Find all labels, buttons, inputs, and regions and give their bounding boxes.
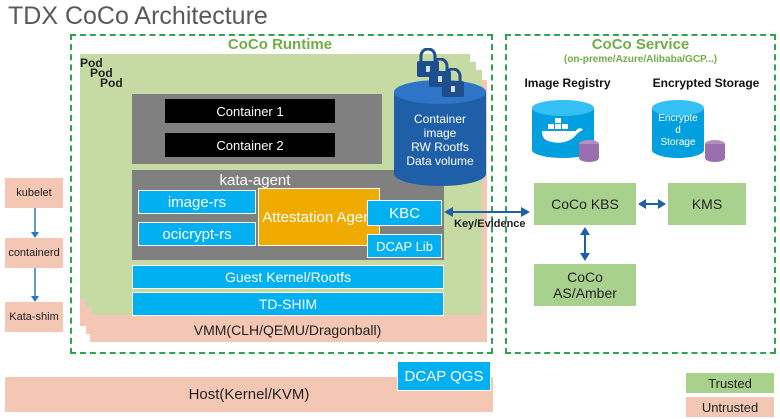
as-amber-line: AS/Amber bbox=[553, 285, 617, 301]
td-shim: TD-SHIM bbox=[132, 292, 444, 316]
database-lock-icon bbox=[705, 140, 725, 162]
ocicrypt-rs-box: ocicrypt-rs bbox=[138, 222, 256, 246]
kata-agent-label: kata-agent bbox=[219, 172, 291, 189]
image-registry-label: Image Registry bbox=[524, 76, 611, 90]
database-lock-icon bbox=[579, 140, 599, 162]
encrypted-storage-label: Encrypted Storage bbox=[652, 76, 760, 90]
legend-untrusted: Untrusted bbox=[686, 397, 774, 417]
key-evidence-label: Key/Evidence bbox=[454, 218, 526, 230]
encrypted-storage-line: Storage bbox=[660, 137, 696, 148]
container-1: Container 1 bbox=[165, 99, 335, 123]
coco-service-region bbox=[505, 34, 776, 354]
kms-box: KMS bbox=[668, 183, 746, 225]
containerd-box: containerd bbox=[5, 238, 63, 268]
pod-label: Pod bbox=[90, 66, 113, 80]
image-rs-box: image-rs bbox=[138, 190, 256, 214]
container-image-text: Container image RW Rootfs Data volume bbox=[392, 112, 488, 168]
docker-whale-icon bbox=[542, 118, 583, 143]
encrypted-storage-line: Encrypte bbox=[658, 113, 698, 124]
padlock-icon bbox=[442, 68, 464, 97]
pod-label: Pod bbox=[80, 56, 103, 70]
dcap-qgs-box: DCAP QGS bbox=[397, 361, 491, 391]
as-amber-line: CoCo bbox=[567, 269, 603, 285]
encrypted-storage-cylinder bbox=[652, 100, 704, 158]
host-arrows bbox=[31, 208, 39, 302]
pod-label: Pod bbox=[100, 76, 123, 90]
encrypted-storage-line: d bbox=[675, 125, 681, 136]
kubelet-box: kubelet bbox=[5, 178, 63, 208]
coco-runtime-title: CoCo Runtime bbox=[227, 36, 333, 53]
encrypted-storage-text: Encrypte d Storage bbox=[650, 113, 706, 149]
legend-trusted: Trusted bbox=[686, 373, 774, 393]
coco-kbs-box: CoCo KBS bbox=[534, 183, 636, 225]
coco-service-subtitle: (on-preme/Azure/Alibaba/GCP...) bbox=[563, 54, 718, 65]
container-image-line: image bbox=[423, 126, 457, 140]
container-2: Container 2 bbox=[165, 133, 335, 157]
coco-as-amber-box: CoCo AS/Amber bbox=[534, 264, 636, 306]
coco-service-title: CoCo Service bbox=[591, 36, 690, 53]
guest-kernel-rootfs: Guest Kernel/Rootfs bbox=[132, 265, 444, 289]
vmm-bar: VMM(CLH/QEMU/Dragonball) bbox=[90, 318, 485, 342]
dcap-lib-box: DCAP Lib bbox=[367, 234, 442, 258]
page-title: TDX CoCo Architecture bbox=[8, 2, 268, 30]
kbc-box: KBC bbox=[367, 200, 442, 226]
container-image-line: Data volume bbox=[406, 154, 474, 168]
kata-shim-box: Kata-shim bbox=[5, 302, 63, 332]
coco-runtime-region bbox=[70, 34, 493, 354]
container-image-line: RW Rootfs bbox=[411, 140, 469, 154]
attestation-agent-box: Attestation Agent bbox=[258, 188, 380, 246]
container-image-line: Container bbox=[413, 112, 467, 126]
